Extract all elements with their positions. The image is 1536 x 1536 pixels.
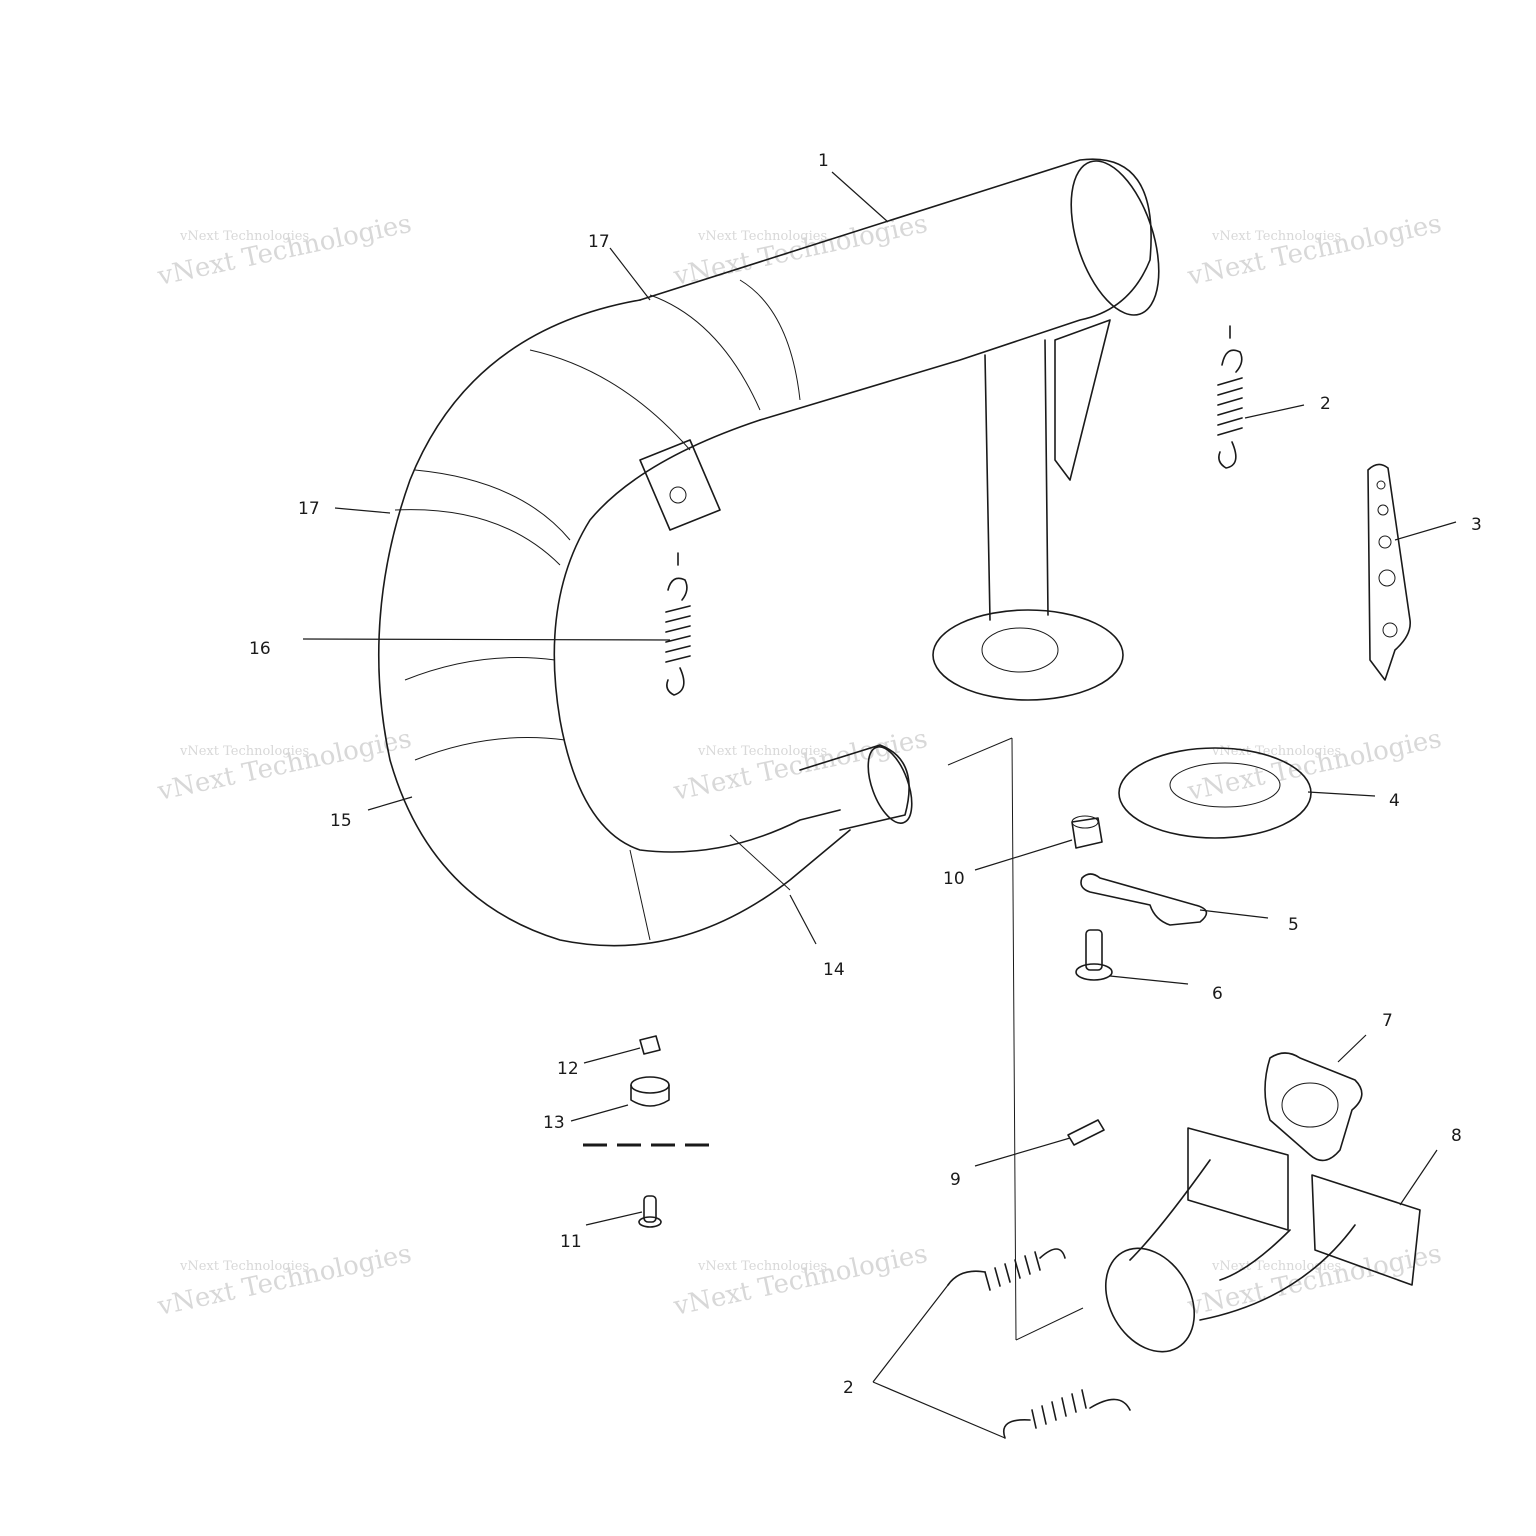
stud-9 <box>1067 1119 1105 1146</box>
callout-1: 1 <box>818 151 829 171</box>
svg-text:vNext Technologies: vNext Technologies <box>697 744 827 759</box>
callout-14: 14 <box>823 960 845 980</box>
callout-10: 10 <box>943 869 965 889</box>
callout-17-top: 17 <box>588 232 610 252</box>
spring-2-lower-b <box>1003 1389 1131 1439</box>
svg-text:vNext Technologies: vNext Technologies <box>670 209 930 292</box>
watermark-top-right: vNext Technologies vNext Technologies <box>1184 209 1444 292</box>
svg-text:vNext Technologies: vNext Technologies <box>1184 209 1444 292</box>
grommet <box>1118 747 1312 839</box>
expansion-chamber-inner <box>553 419 841 853</box>
callout-9: 9 <box>950 1170 961 1190</box>
callout-16: 16 <box>249 639 271 659</box>
callout-2-lower: 2 <box>843 1378 854 1398</box>
svg-text:vNext Technologies: vNext Technologies <box>670 724 930 807</box>
callout-12: 12 <box>557 1059 579 1079</box>
svg-text:vNext Technologies: vNext Technologies <box>1184 1239 1444 1322</box>
callout-labels: 1 17 2 3 17 16 4 15 10 5 14 6 7 12 8 13 … <box>249 151 1482 1398</box>
callout-5: 5 <box>1288 915 1299 935</box>
y-manifold-8 <box>1104 1127 1421 1353</box>
callout-4: 4 <box>1389 791 1400 811</box>
leader-lines <box>302 171 1457 1439</box>
bolt-6 <box>1075 929 1113 981</box>
callout-6: 6 <box>1212 984 1223 1004</box>
svg-text:vNext Technologies: vNext Technologies <box>1211 744 1341 759</box>
mounting-bracket <box>1367 463 1412 681</box>
svg-text:vNext Technologies: vNext Technologies <box>697 229 827 244</box>
watermark-bottom-left: vNext Technologies vNext Technologies <box>154 1239 414 1322</box>
svg-text:vNext Technologies: vNext Technologies <box>1211 229 1341 244</box>
muffler-end-cap <box>1070 160 1160 316</box>
expansion-chamber-outer <box>377 299 851 947</box>
svg-text:vNext Technologies: vNext Technologies <box>1211 1259 1341 1274</box>
rivet-11 <box>638 1195 662 1228</box>
watermark-mid-left: vNext Technologies vNext Technologies <box>154 724 414 807</box>
callout-3: 3 <box>1471 515 1482 535</box>
watermark-bottom-right: vNext Technologies vNext Technologies <box>1184 1239 1444 1322</box>
svg-text:vNext Technologies: vNext Technologies <box>179 229 309 244</box>
nut-12 <box>639 1035 661 1055</box>
svg-text:vNext Technologies: vNext Technologies <box>154 209 414 292</box>
callout-17-left: 17 <box>298 499 320 519</box>
gasket-7 <box>1264 1052 1363 1162</box>
callout-11: 11 <box>560 1232 582 1252</box>
callout-15: 15 <box>330 811 352 831</box>
watermark-mid-right: vNext Technologies vNext Technologies <box>1184 724 1444 807</box>
plate-5 <box>1080 873 1208 926</box>
callout-13: 13 <box>543 1113 565 1133</box>
watermark-top-left: vNext Technologies vNext Technologies <box>154 209 414 292</box>
exhaust-pipe-assembly <box>377 158 1160 947</box>
callout-8: 8 <box>1451 1126 1462 1146</box>
svg-text:vNext Technologies: vNext Technologies <box>154 1239 414 1322</box>
watermark-top-center: vNext Technologies vNext Technologies <box>670 209 930 292</box>
svg-text:vNext Technologies: vNext Technologies <box>670 1239 930 1322</box>
svg-text:vNext Technologies: vNext Technologies <box>179 744 309 759</box>
assembly-line <box>947 737 1084 1341</box>
callout-2-upper: 2 <box>1320 394 1331 414</box>
svg-text:vNext Technologies: vNext Technologies <box>154 724 414 807</box>
muffler-body <box>639 158 1152 421</box>
callout-7: 7 <box>1382 1011 1393 1031</box>
nut-10 <box>1071 817 1103 849</box>
bushing-13 <box>630 1076 670 1107</box>
svg-text:vNext Technologies: vNext Technologies <box>1184 724 1444 807</box>
watermark-bottom-center: vNext Technologies vNext Technologies <box>670 1239 930 1322</box>
pipe-outlet <box>799 744 910 831</box>
tail-pipe <box>984 339 1049 621</box>
spring-2-upper <box>1217 325 1243 469</box>
spring-2-lower-a <box>947 1248 1066 1291</box>
chamber-bracket <box>639 439 721 531</box>
svg-text:vNext Technologies: vNext Technologies <box>697 1259 827 1274</box>
tail-pipe-flange <box>932 609 1124 701</box>
spring-16 <box>665 552 691 696</box>
watermark-mid-center: vNext Technologies vNext Technologies <box>670 724 930 807</box>
svg-text:vNext Technologies: vNext Technologies <box>179 1259 309 1274</box>
